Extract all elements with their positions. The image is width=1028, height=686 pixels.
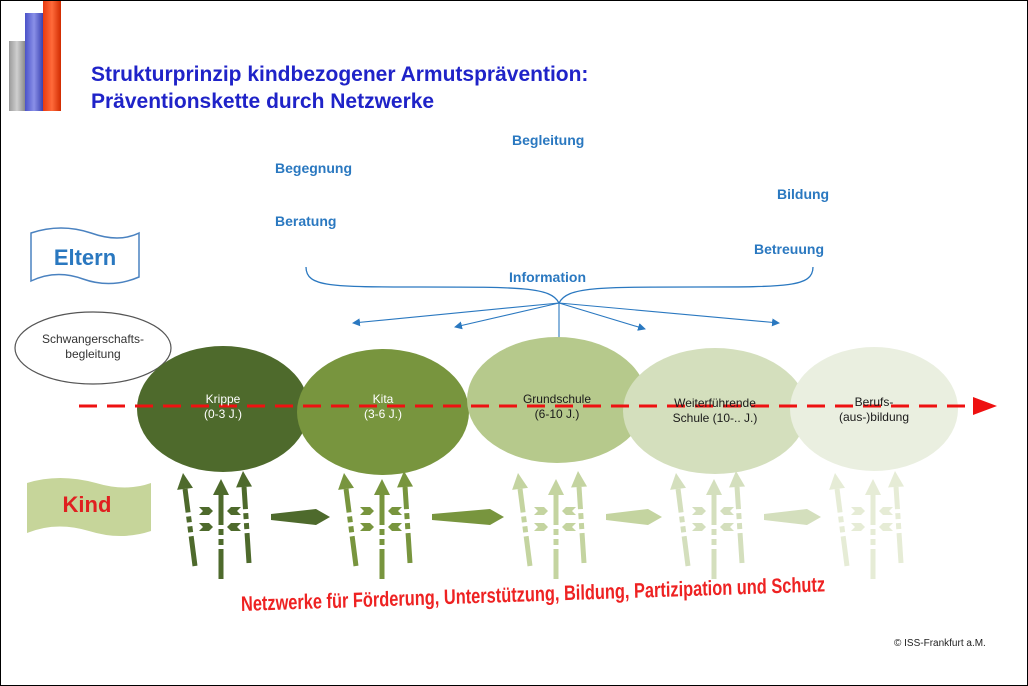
connector-arrow <box>764 509 821 525</box>
stage-line-2: Schule (10-.. J.) <box>672 411 758 425</box>
pregnancy-line-2: begleitung <box>65 347 121 361</box>
stage-line-2: (aus-)bildung <box>838 410 910 424</box>
side-chevron <box>879 507 893 515</box>
up-arrow-left <box>512 473 533 567</box>
connector-arrow <box>606 509 662 525</box>
up-arrow-left <box>338 473 359 567</box>
copyright-notice: © ISS-Frankfurt a.M. <box>894 638 986 649</box>
stage-label-weiterfuehrende: Weiterführende Schule (10-.. J.) <box>645 396 785 426</box>
stage-oval-berufsbildung <box>790 347 958 471</box>
up-arrow-left <box>177 473 198 567</box>
stage-ovals <box>137 337 958 475</box>
side-chevron <box>562 507 576 515</box>
info-arrow-2 <box>454 302 560 330</box>
keyword-begegnung: Begegnung <box>275 160 352 176</box>
eltern-label: Eltern <box>53 245 117 270</box>
stage-oval-kita <box>297 349 469 475</box>
side-chevron <box>534 523 548 531</box>
info-arrow-4 <box>558 302 646 331</box>
side-chevron <box>388 523 402 531</box>
arrow-groups <box>177 471 905 579</box>
stage-line-2: (6-10 J.) <box>534 407 580 421</box>
side-chevron <box>199 523 213 531</box>
corner-bar-blue <box>25 13 43 111</box>
up-arrow-center <box>213 479 229 579</box>
up-arrow-center <box>374 479 390 579</box>
corner-bar-red <box>43 1 61 111</box>
up-arrow-right <box>397 471 414 564</box>
side-chevron <box>692 523 706 531</box>
stage-label-grundschule: Grundschule (6-10 J.) <box>497 392 617 422</box>
stage-line-1: Krippe <box>205 392 241 406</box>
stage-line-1: Kita <box>372 392 394 406</box>
up-arrow-left <box>829 473 850 567</box>
connector-arrow <box>432 509 504 525</box>
arrow-group <box>512 471 662 579</box>
side-chevron <box>360 523 374 531</box>
stage-line-1: Grundschule <box>522 392 592 406</box>
side-chevron <box>199 507 213 515</box>
info-arrow-5 <box>558 302 780 327</box>
pregnancy-line-1: Schwangerschafts- <box>41 332 145 346</box>
information-brace <box>305 266 814 305</box>
stage-label-berufsbildung: Berufs- (aus-)bildung <box>814 395 934 425</box>
stage-oval-grundschule <box>467 337 647 463</box>
connector-arrow <box>271 509 330 525</box>
up-arrow-right <box>729 471 746 564</box>
up-arrow-left <box>670 473 691 567</box>
title-line-2: Präventionskette durch Netzwerke <box>91 90 435 113</box>
corner-bar-gray <box>9 41 25 111</box>
side-chevron <box>360 507 374 515</box>
keyword-information: Information <box>509 269 586 285</box>
arrow-group <box>338 471 504 579</box>
eltern-flag-shape <box>30 227 140 285</box>
up-arrow-right <box>571 471 588 564</box>
arrow-group <box>829 471 905 579</box>
stage-line-1: Berufs- <box>854 395 894 409</box>
title-line-1: Strukturprinzip kindbezogener Armutspräv… <box>91 63 589 86</box>
keyword-bildung: Bildung <box>777 186 830 202</box>
stage-line-1: Weiterführende <box>674 396 756 410</box>
kind-banner-shape <box>27 478 151 536</box>
up-arrow-center <box>548 479 564 579</box>
stage-oval-weiterfuehrende <box>623 348 807 474</box>
stage-line-2: (3-6 J.) <box>363 407 402 421</box>
pregnancy-ellipse <box>14 311 172 385</box>
up-arrow-center <box>706 479 722 579</box>
stage-line-2: (0-3 J.) <box>203 407 242 421</box>
up-arrow-right <box>888 471 905 564</box>
side-chevron <box>227 523 241 531</box>
side-chevron <box>720 507 734 515</box>
side-chevron <box>851 523 865 531</box>
side-chevron <box>692 507 706 515</box>
stage-label-kita: Kita (3-6 J.) <box>333 392 433 422</box>
up-arrow-right <box>236 471 253 564</box>
side-chevron <box>879 523 893 531</box>
side-chevron <box>562 523 576 531</box>
keyword-begleitung: Begleitung <box>512 132 585 148</box>
kind-label: Kind <box>62 492 112 517</box>
timeline-arrowhead <box>973 397 997 415</box>
side-chevron <box>851 507 865 515</box>
side-chevron <box>227 507 241 515</box>
arrow-group <box>177 471 330 579</box>
side-chevron <box>720 523 734 531</box>
keyword-betreuung: Betreuung <box>754 241 824 257</box>
side-chevron <box>534 507 548 515</box>
info-arrow-1 <box>352 302 560 327</box>
keyword-beratung: Beratung <box>275 213 337 229</box>
side-chevron <box>388 507 402 515</box>
stage-label-krippe: Krippe (0-3 J.) <box>173 392 273 422</box>
stage-oval-krippe <box>137 346 309 472</box>
up-arrow-center <box>865 479 881 579</box>
pregnancy-label: Schwangerschafts- begleitung <box>15 332 171 362</box>
arrow-group <box>670 471 821 579</box>
